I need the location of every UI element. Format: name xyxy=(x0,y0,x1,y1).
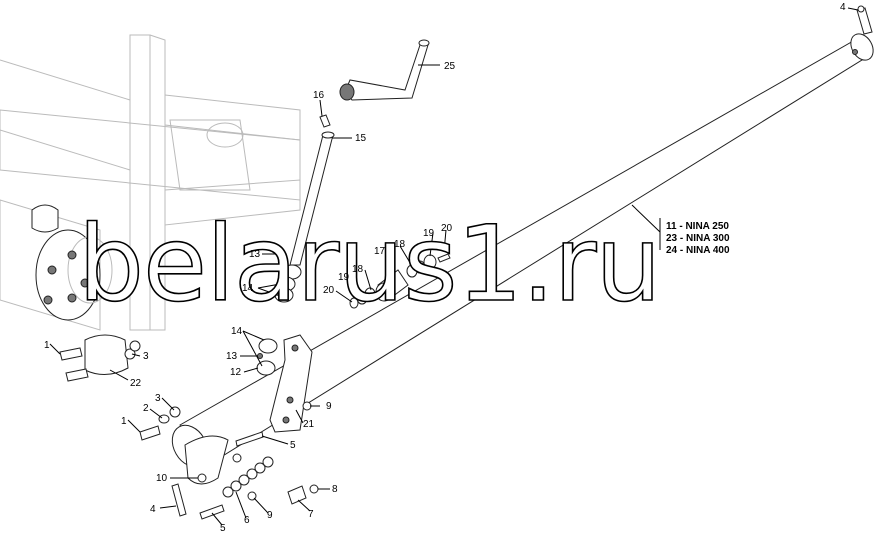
callout-10: 10 xyxy=(156,473,168,484)
callout-14: 14 xyxy=(231,326,243,337)
pin-4-top xyxy=(856,5,873,35)
callout-13: 13 xyxy=(226,351,238,362)
callout-20: 20 xyxy=(441,223,453,234)
callout-14: 14 xyxy=(242,283,254,294)
legend-item: 11 - NINA 250 xyxy=(666,221,729,232)
callout-3: 3 xyxy=(143,351,149,362)
shaft-15 xyxy=(289,114,335,266)
callout-17: 17 xyxy=(374,246,386,257)
leader-lines xyxy=(49,7,859,526)
callout-16: 16 xyxy=(313,90,325,101)
callout-12: 12 xyxy=(230,367,242,378)
callout-15: 15 xyxy=(355,133,367,144)
callout-2: 2 xyxy=(143,403,149,414)
washer-chain xyxy=(222,456,274,498)
crank-handle xyxy=(339,39,430,101)
callout-3: 3 xyxy=(155,393,161,404)
callout-8: 8 xyxy=(332,484,338,495)
callout-6: 6 xyxy=(244,515,250,526)
callout-5: 5 xyxy=(220,523,226,534)
callout-1: 1 xyxy=(121,416,127,427)
bracket-arm xyxy=(269,334,313,433)
callout-labels: 1 1 2 3 3 4 4 5 5 6 7 8 9 9 10 12 13 13 … xyxy=(44,2,846,534)
callout-19: 19 xyxy=(338,272,350,283)
callout-4: 4 xyxy=(150,504,156,515)
callout-9: 9 xyxy=(267,510,273,521)
callout-19: 19 xyxy=(423,228,435,239)
callout-7: 7 xyxy=(308,509,314,520)
callout-20: 20 xyxy=(323,285,335,296)
watermark: belarus1.ru xyxy=(78,203,660,325)
callout-5: 5 xyxy=(290,440,296,451)
callout-18: 18 xyxy=(352,264,364,275)
clamp-22 xyxy=(59,334,141,382)
bushing-group xyxy=(349,253,451,309)
callout-4: 4 xyxy=(840,2,846,13)
callout-1: 1 xyxy=(44,340,50,351)
legend-item: 23 - NINA 300 xyxy=(666,233,730,244)
callout-18: 18 xyxy=(394,239,406,250)
callout-22: 22 xyxy=(130,378,142,389)
washer-stack-upper xyxy=(274,251,302,303)
callout-25: 25 xyxy=(444,61,456,72)
callout-13: 13 xyxy=(249,249,261,260)
callout-9: 9 xyxy=(326,401,332,412)
background-frame xyxy=(0,34,301,331)
model-legend: 11 - NINA 250 23 - NINA 300 24 - NINA 40… xyxy=(666,221,730,256)
callout-21: 21 xyxy=(303,419,315,430)
legend-item: 24 - NINA 400 xyxy=(666,245,730,256)
washer-stack-left xyxy=(256,338,278,376)
